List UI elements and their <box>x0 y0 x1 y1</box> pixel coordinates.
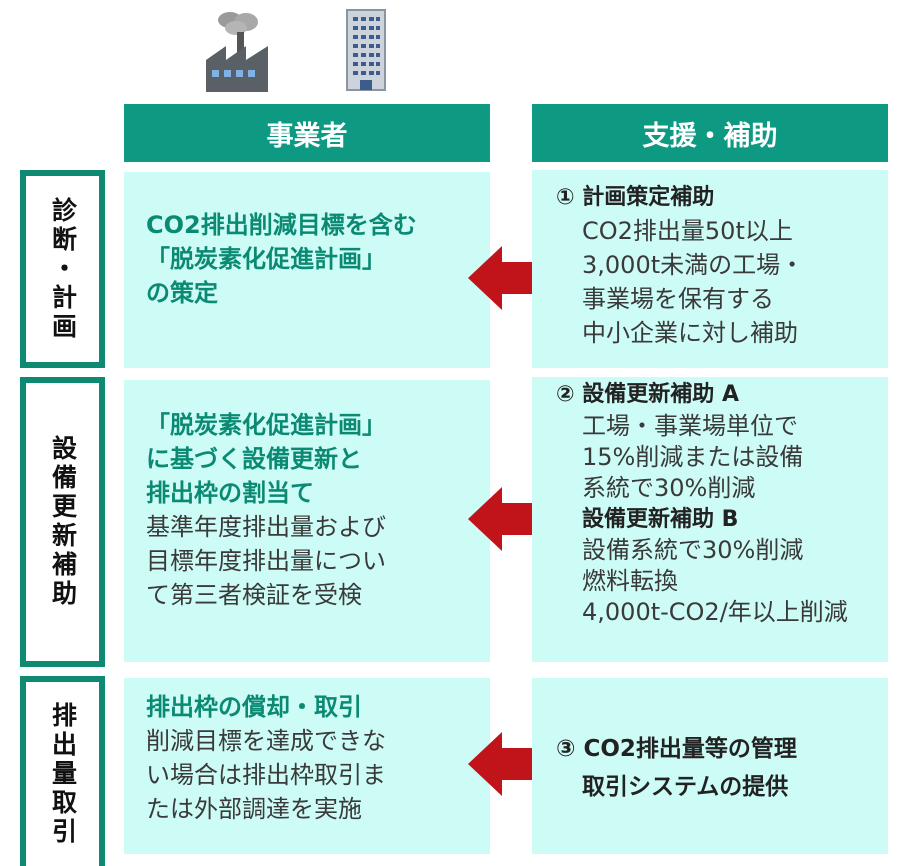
support-text: 工場・事業場単位で <box>582 412 798 440</box>
business-text: 基準年度排出量および <box>146 513 386 541</box>
support-text: 燃料転換 <box>582 567 678 595</box>
office-building-icon <box>345 8 387 92</box>
row-label-text: 設備更新補助 <box>48 435 78 609</box>
support-text: 設備系統で30%削減 <box>582 536 804 564</box>
row-label-text: 診断・計画 <box>48 196 78 342</box>
arrow-left-icon <box>468 732 536 796</box>
business-text: 排出枠の割当て <box>146 479 314 507</box>
business-box-2: 「脱炭素化促進計画」 に基づく設備更新と 排出枠の割当て 基準年度排出量および … <box>124 380 490 662</box>
arrow-left-icon <box>468 246 536 310</box>
row-label-diagnosis: 診断・計画 <box>20 170 105 368</box>
business-box-1: CO2排出削減目標を含む 「脱炭素化促進計画」 の策定 <box>124 172 490 368</box>
business-text: い場合は排出枠取引ま <box>146 761 386 789</box>
support-title: ② 設備更新補助 A <box>556 382 739 407</box>
support-text: 系統で30%削減 <box>582 474 756 502</box>
factory-icon <box>206 8 268 92</box>
support-title: ① 計画策定補助 <box>556 185 715 210</box>
support-title: 取引システムの提供 <box>582 774 789 800</box>
row-label-equipment: 設備更新補助 <box>20 377 105 667</box>
business-text: たは外部調達を実施 <box>146 795 362 823</box>
support-text: 15%削減または設備 <box>582 443 804 471</box>
business-text: に基づく設備更新と <box>146 445 362 473</box>
header-support: 支援・補助 <box>532 104 888 162</box>
support-box-1: ① 計画策定補助 CO2排出量50t以上 3,000t未満の工場・ 事業場を保有… <box>532 170 888 368</box>
support-text: 事業場を保有する <box>582 285 774 313</box>
business-text: 「脱炭素化促進計画」 <box>146 411 386 439</box>
row-label-trading: 排出量取引 <box>20 676 105 866</box>
header-business: 事業者 <box>124 104 490 162</box>
support-text: CO2排出量50t以上 <box>582 217 793 245</box>
support-title: ③ CO2排出量等の管理 <box>556 736 797 762</box>
row-label-text: 排出量取引 <box>48 701 78 847</box>
business-text: 「脱炭素化促進計画」 <box>146 245 386 273</box>
support-box-2: ② 設備更新補助 A 工場・事業場単位で 15%削減または設備 系統で30%削減… <box>532 377 888 662</box>
business-text: CO2排出削減目標を含む <box>146 211 417 239</box>
business-box-3: 排出枠の償却・取引 削減目標を達成できな い場合は排出枠取引ま たは外部調達を実… <box>124 678 490 854</box>
business-text: 削減目標を達成できな <box>146 727 386 755</box>
support-box-3: ③ CO2排出量等の管理 取引システムの提供 <box>532 678 888 854</box>
support-text: 4,000t-CO2/年以上削減 <box>582 598 848 626</box>
arrow-left-icon <box>468 487 536 551</box>
business-text: て第三者検証を受検 <box>146 581 362 609</box>
business-text: の策定 <box>146 279 218 307</box>
support-text: 3,000t未満の工場・ <box>582 251 805 279</box>
business-text: 目標年度排出量につい <box>146 547 386 575</box>
support-text: 中小企業に対し補助 <box>582 319 798 347</box>
business-text: 排出枠の償却・取引 <box>146 693 362 721</box>
support-title: 設備更新補助 B <box>582 507 739 532</box>
